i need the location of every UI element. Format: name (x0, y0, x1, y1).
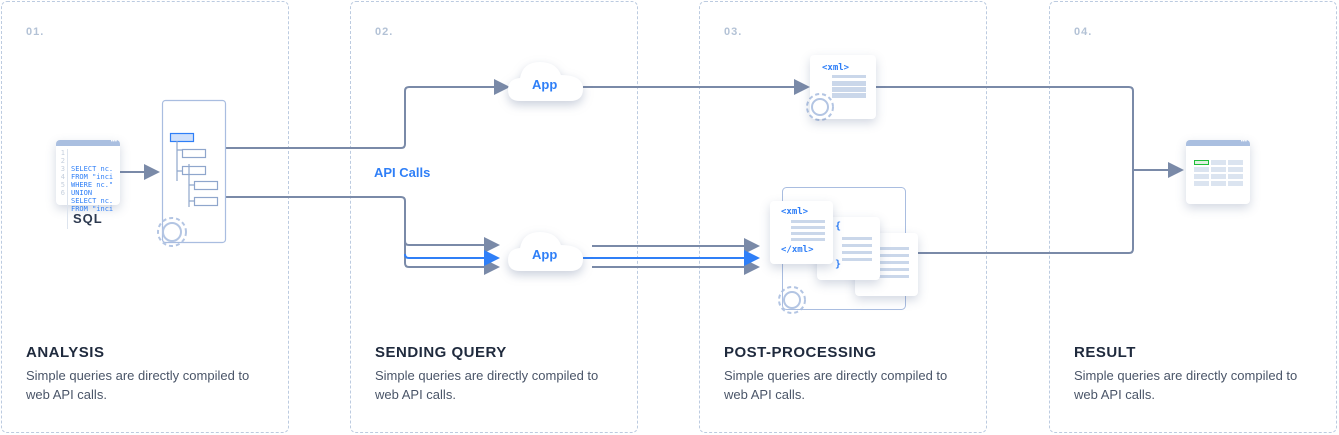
result-table-window: ••• (1186, 140, 1250, 204)
code-line: FROM "inci (71, 205, 114, 213)
app-label: App (532, 77, 558, 92)
step-description: Simple queries are directly compiled to … (1074, 368, 1298, 402)
window-dots-icon: ••• (56, 139, 120, 146)
step-panel-sending-query: 02. SENDING QUERY Simple queries are dir… (350, 1, 638, 433)
cloud-icon (508, 62, 583, 271)
step-description: Simple queries are directly compiled to … (375, 368, 599, 402)
sql-label: SQL (73, 211, 103, 226)
step-panel-analysis: 01. ANALYSIS Simple queries are directly… (1, 1, 289, 433)
code-line: FROM "inci (71, 173, 114, 181)
step-panel-result: 04. RESULT Simple queries are directly c… (1049, 1, 1337, 433)
step-title: RESULT (1074, 344, 1136, 361)
step-description: Simple queries are directly compiled to … (724, 368, 948, 402)
gear-icon (157, 93, 834, 314)
query-tree-icon (161, 99, 227, 244)
connector-tree-to-app-top (226, 79, 510, 149)
step-title: ANALYSIS (26, 344, 105, 361)
connector-tree-to-app-bottom (226, 196, 500, 275)
xml-document: <xml> (810, 55, 876, 119)
xml-document: <xml> </xml> (770, 201, 833, 264)
step-number: 02. (375, 26, 394, 38)
step-number: 04. (1074, 26, 1093, 38)
step-description: Simple queries are directly compiled to … (26, 368, 250, 402)
step-title: POST-PROCESSING (724, 344, 877, 361)
code-line: SELECT nc. (71, 197, 114, 205)
connector-xml-to-result (876, 86, 1134, 254)
app-label: App (532, 247, 558, 262)
step-number: 03. (724, 26, 743, 38)
step-panel-post-processing: 03. POST-PROCESSING Simple queries are d… (699, 1, 987, 433)
code-line: WHERE nc." (71, 181, 114, 189)
step-title: SENDING QUERY (375, 344, 507, 361)
code-line: UNION (71, 189, 93, 197)
code-line: SELECT nc. (71, 165, 114, 173)
result-table-grid (1186, 146, 1250, 186)
table-cell-selected (1194, 160, 1209, 165)
step-number: 01. (26, 26, 45, 38)
window-dots-icon: ••• (1186, 140, 1250, 146)
api-calls-label: API Calls (374, 165, 431, 180)
